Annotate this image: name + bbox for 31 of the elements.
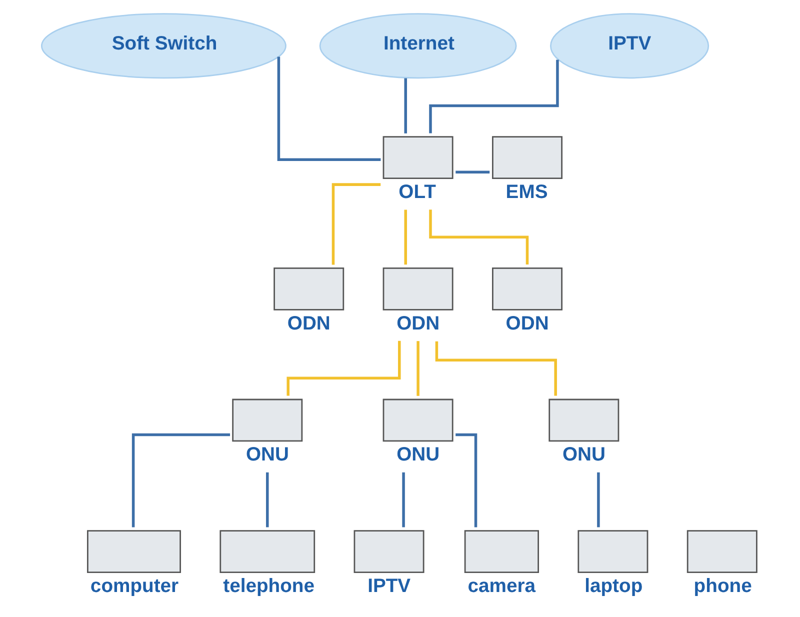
node-label: IPTV <box>367 574 410 597</box>
connector <box>455 433 477 528</box>
node-ellipse: Internet <box>318 13 516 79</box>
node-label: phone <box>693 574 752 597</box>
connector <box>131 433 230 528</box>
node-label: computer <box>90 574 178 597</box>
connector <box>276 56 380 162</box>
node-ellipse: Soft Switch <box>40 13 286 79</box>
connector <box>402 472 404 528</box>
node-label: ODN <box>505 312 548 334</box>
connector <box>434 341 556 396</box>
connector <box>455 170 490 174</box>
node-label: ONU <box>245 444 288 466</box>
node-label: ONU <box>396 444 440 466</box>
connector <box>428 210 528 265</box>
node-label: laptop <box>584 574 642 597</box>
connector <box>404 210 406 265</box>
connector <box>596 472 600 528</box>
node-label: camera <box>467 574 536 597</box>
connector <box>416 341 419 396</box>
node-label: ONU <box>562 444 605 466</box>
node-label: ODN <box>286 312 330 334</box>
node-label: OLT <box>398 180 436 203</box>
connector <box>266 472 268 528</box>
connector <box>404 78 406 134</box>
node-ellipse: IPTV <box>549 13 709 79</box>
connector <box>428 60 558 134</box>
node-label: telephone <box>222 574 314 597</box>
connector <box>331 183 380 265</box>
node-label: ODN <box>396 312 440 334</box>
node-label: EMS <box>505 180 548 203</box>
